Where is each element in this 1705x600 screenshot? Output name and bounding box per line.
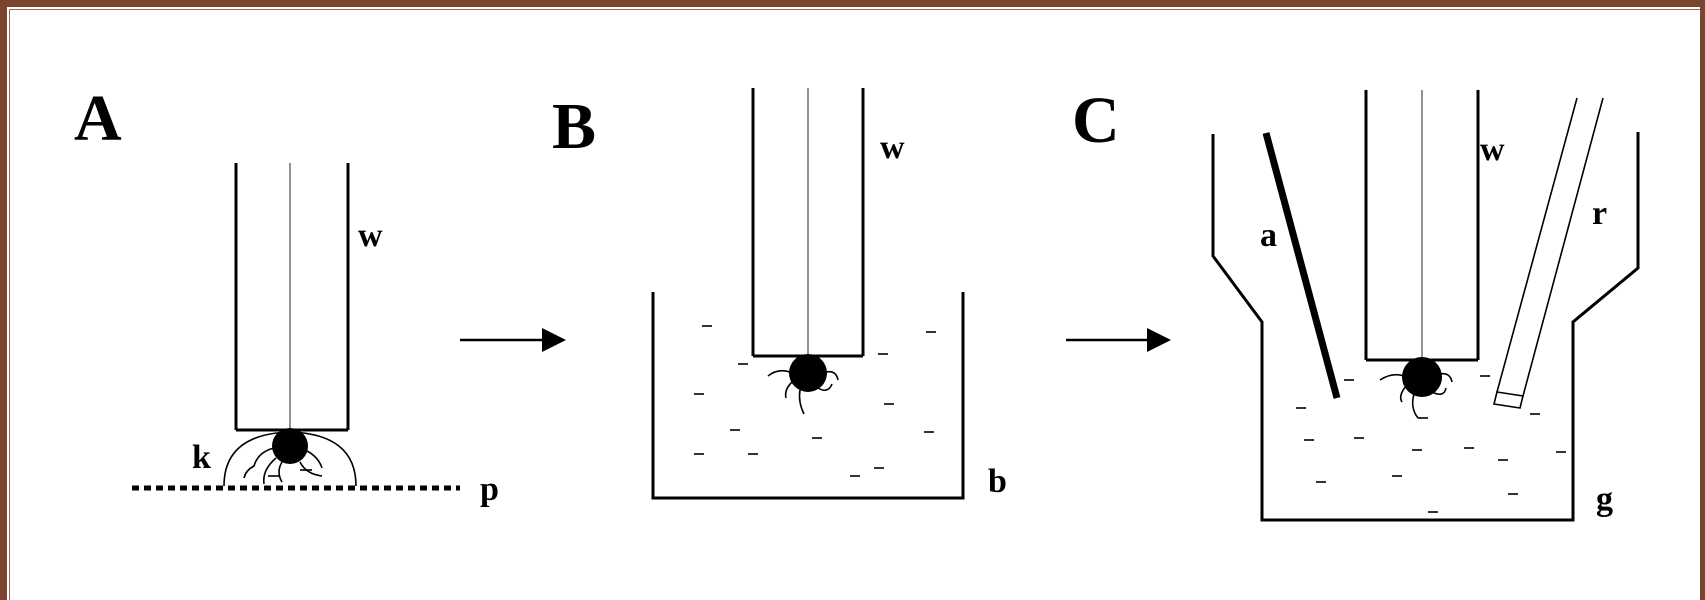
panel-b-beaker: [651, 292, 965, 500]
panel-c-label-a: a: [1260, 217, 1277, 254]
arrow-a-to-b: [460, 328, 566, 352]
panel-b-specimen: [789, 354, 827, 392]
arrow-b-to-c: [1066, 328, 1171, 352]
panel-c-auxiliary-electrode: [1262, 132, 1341, 399]
panel-c-label-r: r: [1592, 195, 1607, 232]
panel-a-label-k: k: [192, 439, 211, 476]
panel-b-label-b: b: [988, 463, 1007, 500]
panel-a: A w k p: [74, 82, 499, 508]
panel-c-solution: [1296, 375, 1566, 513]
panel-c-reference-electrode: [1493, 97, 1604, 409]
panel-c-label-g: g: [1596, 481, 1613, 518]
panel-c-electrode: [1364, 90, 1480, 362]
panel-a-specimen-legs: [243, 447, 323, 485]
panel-a-letter: A: [74, 82, 122, 155]
panel-c-glass-cell: [1211, 132, 1640, 522]
panel-a-label-p: p: [480, 471, 499, 508]
panel-b-letter: B: [552, 90, 596, 163]
panel-b-specimen-legs: [767, 369, 839, 415]
panel-c-specimen: [1402, 357, 1442, 397]
panel-b-electrode: [751, 88, 865, 358]
panel-a-label-w: w: [358, 217, 383, 254]
panel-a-specimen: [272, 428, 308, 464]
panel-a-electrode: [234, 163, 350, 432]
panel-b-solution: [694, 325, 936, 477]
panel-c: C: [1072, 84, 1640, 522]
panel-c-label-w: w: [1480, 131, 1505, 168]
panel-b: B: [552, 88, 1007, 500]
figure-inner-border: [9, 9, 1700, 600]
panel-c-specimen-legs: [1379, 372, 1453, 419]
panel-b-label-w: w: [880, 129, 905, 166]
panel-c-letter: C: [1072, 84, 1120, 157]
